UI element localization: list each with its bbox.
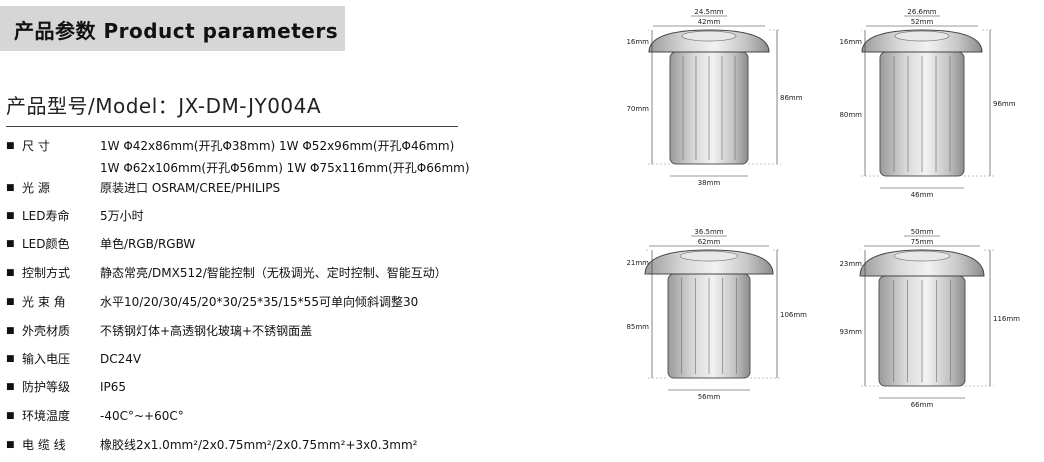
spec-label: 防护等级	[22, 380, 71, 394]
total-height-label: 106mm	[780, 311, 807, 319]
bottom-dimension-label: 66mm	[911, 401, 934, 409]
body-height-label: 70mm	[626, 105, 649, 113]
spec-value: DC24V	[100, 352, 142, 366]
body-height-label: 85mm	[626, 323, 649, 331]
lamp-cap	[644, 249, 774, 275]
divider	[6, 126, 458, 127]
spec-value: 原装进口 OSRAM/CREE/PHILIPS	[100, 181, 281, 195]
bullet-icon: ■	[6, 354, 15, 364]
lamp-cap	[859, 249, 985, 277]
spec-label: 输入电压	[22, 352, 71, 366]
bullet-icon: ■	[6, 382, 15, 392]
diameter-label: 52mm	[911, 18, 934, 26]
bullet-icon: ■	[6, 141, 15, 151]
spec-label: 环境温度	[22, 409, 71, 423]
bullet-icon: ■	[6, 411, 15, 421]
bullet-icon: ■	[6, 183, 15, 193]
spec-value: 单色/RGB/RGBW	[100, 237, 196, 251]
spec-label: 电 缆 线	[22, 438, 66, 452]
diameter-label: 75mm	[911, 238, 934, 246]
spec-value: IP65	[100, 380, 127, 394]
total-height-label: 116mm	[993, 315, 1020, 323]
spec-value: 不锈钢灯体+高透钢化玻璃+不锈钢面盖	[100, 324, 313, 338]
bottom-dimension-label: 46mm	[911, 191, 934, 199]
lamp-diagram: 50mm 75mm 23mm 93mm 116mm 66mm	[839, 228, 1020, 409]
diameter-label: 42mm	[698, 18, 721, 26]
bullet-icon: ■	[6, 268, 15, 278]
diameter-label: 62mm	[698, 238, 721, 246]
spec-value: 静态常亮/DMX512/智能控制（无极调光、定时控制、智能互动）	[100, 266, 447, 280]
top-dimension-label: 26.6mm	[907, 8, 936, 16]
spec-label: 尺 寸	[22, 139, 50, 153]
spec-value-line2: 1W Φ62x106mm(开孔Φ56mm) 1W Φ75x116mm(开孔Φ66…	[100, 161, 470, 175]
cap-height-label: 21mm	[626, 259, 649, 267]
spec-label: LED寿命	[22, 209, 70, 223]
bullet-icon: ■	[6, 211, 15, 221]
spec-label: LED颜色	[22, 237, 70, 251]
spec-label: 外壳材质	[22, 324, 71, 338]
lamp-diagram: 26.6mm 52mm 16mm 80mm 96mm 46mm	[839, 8, 1016, 199]
lamp-diagram: 36.5mm 62mm 21mm 85mm 106mm 56mm	[626, 228, 807, 401]
spec-value: 1W Φ42x86mm(开孔Φ38mm) 1W Φ52x96mm(开孔Φ46mm…	[100, 139, 455, 153]
total-height-label: 86mm	[780, 94, 803, 102]
spec-value: 5万小时	[100, 209, 144, 223]
bottom-dimension-label: 56mm	[698, 393, 721, 401]
bullet-icon: ■	[6, 440, 15, 450]
top-dimension-label: 36.5mm	[694, 228, 723, 236]
lens-icon	[679, 250, 739, 262]
cap-height-label: 16mm	[839, 38, 862, 46]
body-height-label: 93mm	[839, 328, 862, 336]
cap-height-label: 23mm	[839, 260, 862, 268]
spec-value: 橡胶线2x1.0mm²/2x0.75mm²/2x0.75mm²+3x0.3mm²	[100, 438, 418, 452]
cap-height-label: 16mm	[626, 38, 649, 46]
lens-icon	[893, 250, 951, 262]
spec-label: 光 源	[22, 181, 50, 195]
body-height-label: 80mm	[839, 111, 862, 119]
bottom-dimension-label: 38mm	[698, 179, 721, 187]
bullet-icon: ■	[6, 297, 15, 307]
spec-label: 光 束 角	[22, 295, 66, 309]
bullet-icon: ■	[6, 326, 15, 336]
top-dimension-label: 50mm	[911, 228, 934, 236]
lens-icon	[894, 30, 950, 42]
spec-label: 控制方式	[22, 266, 71, 280]
section-title-band: 产品参数 Product parameters	[0, 6, 345, 51]
lamp-diagram: 24.5mm 42mm 16mm 70mm 86mm 38mm	[626, 8, 803, 187]
spec-value: -40C°~+60C°	[100, 409, 184, 423]
top-dimension-label: 24.5mm	[694, 8, 723, 16]
lens-icon	[681, 30, 737, 42]
spec-value: 水平10/20/30/45/20*30/25*35/15*55可单向倾斜调整30	[100, 295, 419, 309]
bullet-icon: ■	[6, 239, 15, 249]
section-title: 产品参数 Product parameters	[14, 19, 339, 43]
total-height-label: 96mm	[993, 100, 1016, 108]
model-line: 产品型号/Model：JX-DM-JY004A	[6, 94, 322, 118]
